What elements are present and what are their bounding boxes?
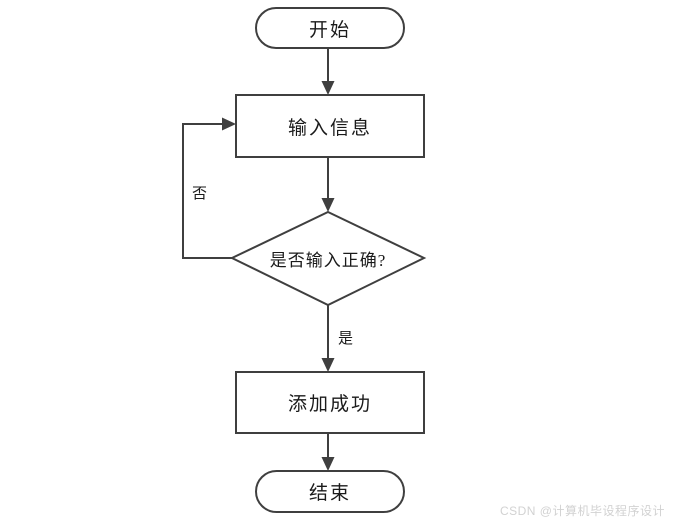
edge-label-yes: 是	[338, 331, 354, 347]
node-start-shape[interactable]	[255, 7, 405, 49]
watermark-text: CSDN @计算机毕设程序设计	[499, 504, 665, 518]
node-decision-text: 是否输入正确?	[269, 250, 387, 270]
edge-input-to-decision-arrowhead	[321, 198, 335, 212]
edge-decision-to-input-arrowhead	[222, 117, 236, 131]
node-input-text: 输入信息	[287, 117, 372, 139]
node-start-text: 开始	[308, 19, 351, 41]
node-success-label: 添加成功	[236, 372, 424, 433]
edge-label-no: 否	[192, 186, 208, 202]
node-success-text: 添加成功	[287, 394, 372, 415]
edge-decision-to-success-arrowhead	[321, 358, 335, 372]
node-success-shape[interactable]	[235, 371, 425, 434]
node-input-label: 输入信息	[236, 95, 424, 157]
edge-start-to-input-arrowhead	[321, 81, 335, 95]
node-start-label: 开始	[256, 8, 404, 48]
node-end-shape[interactable]	[255, 470, 405, 513]
edge-success-to-end-arrowhead	[321, 457, 335, 471]
node-decision-label: 是否输入正确?	[232, 232, 424, 284]
node-end-text: 结束	[308, 483, 351, 504]
edge-decision-to-input-loop	[182, 123, 232, 259]
node-input-shape[interactable]	[235, 94, 425, 158]
node-end-label: 结束	[256, 471, 404, 512]
